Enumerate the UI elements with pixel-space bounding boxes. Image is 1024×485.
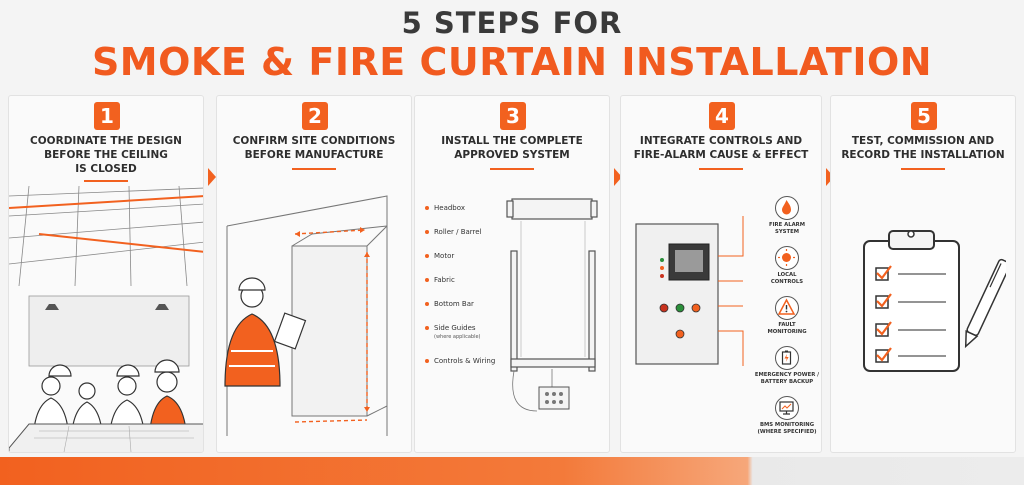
title-underline: [490, 168, 534, 170]
integration-local-controls: LOCAL CONTROLS: [747, 246, 821, 286]
step-number-badge: 5: [911, 102, 937, 130]
component-motor: Motor: [425, 252, 515, 261]
infographic-title-line2: SMOKE & FIRE CURTAIN INSTALLATION: [91, 40, 933, 84]
component-list: Headbox Roller / Barrel Motor Fabric Bot…: [425, 204, 515, 381]
integration-emergency-power: EMERGENCY POWER / BATTERY BACKUP: [747, 346, 821, 386]
integration-fire-alarm: FIRE ALARM SYSTEM: [747, 196, 821, 236]
step-panel-5: 5 TEST, COMMISSION AND RECORD THE INSTAL…: [830, 95, 1016, 453]
step-title: CONFIRM SITE CONDITIONS BEFORE MANUFACTU…: [232, 135, 396, 161]
monitor-icon: [775, 396, 799, 420]
component-roller: Roller / Barrel: [425, 228, 515, 237]
planning-meeting-illustration: [9, 186, 203, 452]
step-title: INSTALL THE COMPLETE APPROVED SYSTEM: [441, 135, 583, 161]
step-number-badge: 1: [94, 102, 120, 130]
component-bottom-bar: Bottom Bar: [425, 300, 515, 309]
title-underline: [292, 168, 336, 170]
step-panel-4: 4 INTEGRATE CONTROLS AND FIRE-ALARM CAUS…: [620, 95, 822, 453]
integration-bms-monitoring: BMS MONITORING (WHERE SPECIFIED): [747, 396, 821, 436]
step-number-badge: 4: [709, 102, 735, 130]
component-fabric: Fabric: [425, 276, 515, 285]
infographic-title-line1: 5 STEPS FOR: [401, 6, 623, 40]
step-panel-2: 2 CONFIRM SITE CONDITIONS BEFORE MANUFAC…: [216, 95, 412, 453]
title-underline: [84, 180, 128, 182]
control-panel-illustration: [635, 216, 744, 366]
curtain-system-illustration: [506, 198, 598, 412]
step-title: TEST, COMMISSION AND RECORD THE INSTALLA…: [841, 135, 1005, 161]
component-side-guides: Side Guides(where applicable): [425, 324, 515, 342]
step-number-badge: 2: [302, 102, 328, 130]
step-panel-1: 1 COORDINATE THE DESIGN BEFORE THE CEILI…: [8, 95, 204, 453]
integration-fault-monitoring: FAULT MONITORING: [747, 296, 821, 336]
checklist-clipboard-icon: [863, 230, 1006, 372]
step-title: INTEGRATE CONTROLS AND FIRE-ALARM CAUSE …: [633, 135, 809, 161]
footer-accent-bar: [0, 457, 1024, 485]
step-arrow: [208, 168, 216, 186]
title-underline: [901, 168, 945, 170]
title-underline: [699, 168, 743, 170]
site-survey-illustration: [224, 195, 388, 436]
warning-icon: [775, 296, 799, 320]
step-number-badge: 3: [500, 102, 526, 130]
step-arrow: [614, 168, 622, 186]
component-headbox: Headbox: [425, 204, 515, 213]
battery-icon: [775, 346, 799, 370]
control-knob-icon: [775, 246, 799, 270]
component-controls-wiring: Controls & Wiring: [425, 357, 515, 366]
flame-icon: [775, 196, 799, 220]
step-title: COORDINATE THE DESIGN BEFORE THE CEILING…: [30, 135, 182, 175]
step-panel-3: 3 INSTALL THE COMPLETE APPROVED SYSTEM H…: [414, 95, 610, 453]
